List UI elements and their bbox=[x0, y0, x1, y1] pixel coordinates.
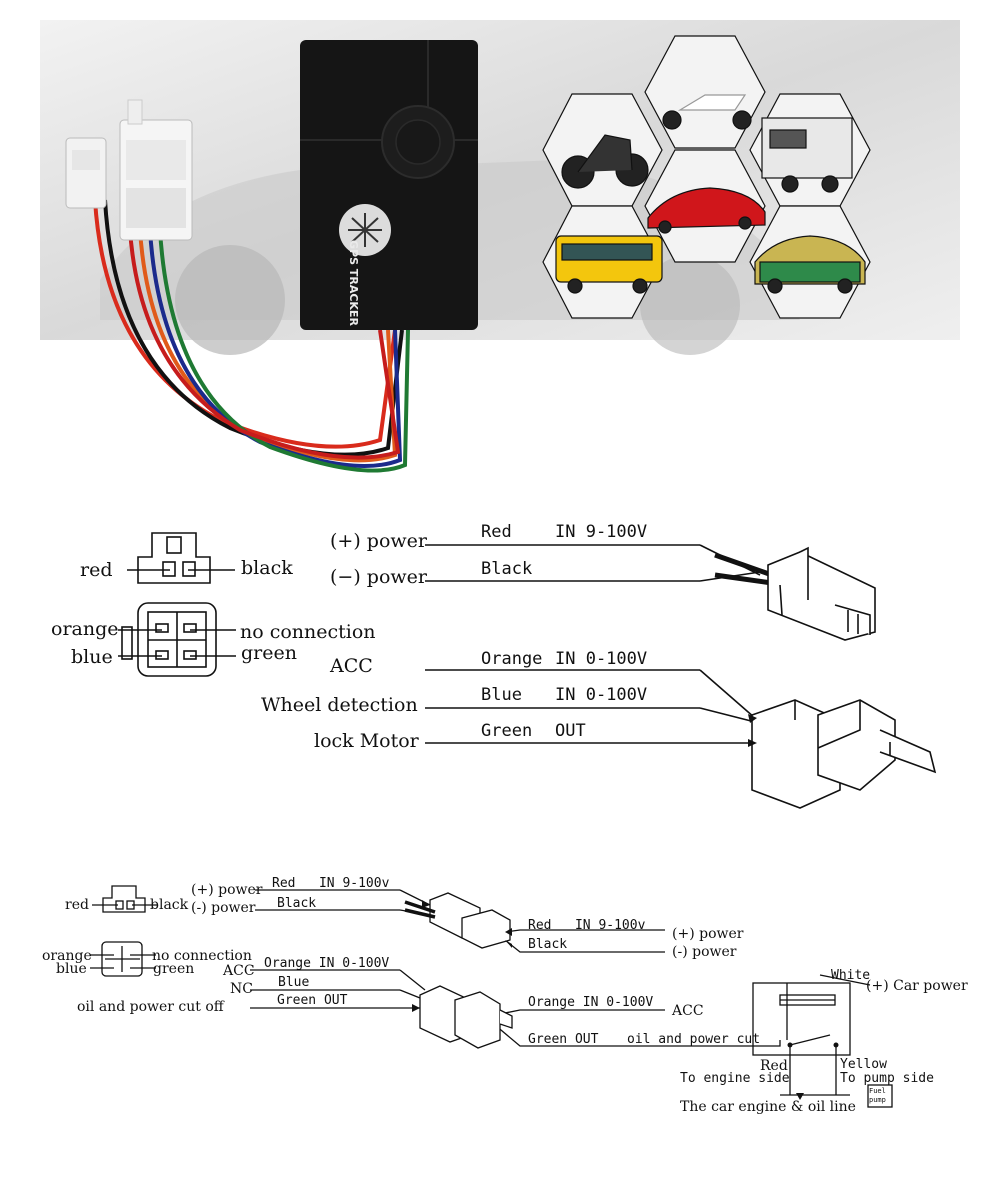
left-power-negative: (-) power bbox=[191, 900, 256, 916]
wire-red-spec: IN 9-100V bbox=[555, 522, 648, 542]
left-wire-green: Green OUT bbox=[277, 993, 348, 1008]
right-wire-red: Red IN 9-100v bbox=[528, 918, 646, 933]
pin-label-orange: orange bbox=[51, 618, 119, 640]
small-pin-label-red: red bbox=[65, 897, 89, 913]
motorcycle-hexagon bbox=[542, 93, 663, 207]
device-wire-bundle bbox=[93, 199, 410, 473]
left-power-positive: (+) power bbox=[191, 882, 263, 898]
small-pin-label-green: green bbox=[153, 961, 195, 977]
wire-blue-spec: IN 0-100V bbox=[555, 685, 648, 705]
signal-acc: ACC bbox=[330, 655, 373, 677]
relay-pump-side: To pump side bbox=[840, 1071, 934, 1086]
pin-label-green: green bbox=[241, 642, 297, 664]
right-wire-green: Green OUT bbox=[528, 1032, 599, 1047]
sports-car-hexagon bbox=[644, 149, 766, 263]
pin-label-red: red bbox=[80, 559, 113, 581]
two-pin-connector-face bbox=[127, 532, 235, 584]
truck-hexagon bbox=[749, 93, 871, 207]
four-pin-plug-drawing bbox=[751, 699, 937, 809]
right-wire-black: Black bbox=[528, 937, 568, 952]
relay-yellow-label: Yellow bbox=[840, 1057, 887, 1072]
wire-green-spec: OUT bbox=[555, 721, 586, 741]
small-pin-label-black: black bbox=[150, 897, 189, 913]
relay-engine-side: To engine side bbox=[680, 1071, 790, 1086]
pin-label-no-connection: no connection bbox=[240, 621, 376, 643]
two-pin-plug-drawing bbox=[767, 546, 876, 641]
right-wire-orange: Orange IN 0-100V bbox=[528, 995, 654, 1010]
relay-box bbox=[752, 974, 893, 1108]
wire-red-label: Red bbox=[481, 522, 512, 542]
wire-black-label: Black bbox=[481, 559, 533, 579]
small-pin-label-blue: blue bbox=[56, 961, 87, 977]
pin-label-blue: blue bbox=[71, 646, 113, 668]
small-four-pin-face bbox=[90, 941, 156, 977]
left-wire-red: Red IN 9-100v bbox=[272, 876, 390, 891]
right-oil-power-cut: oil and power cut bbox=[627, 1032, 761, 1047]
signal-lock-motor: lock Motor bbox=[314, 730, 419, 752]
wire-blue-label: Blue bbox=[481, 685, 522, 705]
relay-car-power: (+) Car power bbox=[866, 978, 968, 994]
left-oil-power-cut-off: oil and power cut off bbox=[77, 999, 224, 1015]
left-wire-orange: Orange IN 0-100V bbox=[264, 956, 390, 971]
taxi-hexagon bbox=[749, 205, 871, 319]
relay-white-label: White bbox=[831, 968, 871, 983]
pin-label-black: black bbox=[241, 557, 293, 579]
gps-tracker-device bbox=[300, 40, 478, 330]
relay-fuel-pump-label: Fuel pump bbox=[869, 1087, 886, 1104]
signal-wheel-detection: Wheel detection bbox=[261, 694, 418, 716]
relay-red-label: Red bbox=[760, 1058, 788, 1074]
wire-green-label: Green bbox=[481, 721, 533, 741]
signal-power-positive: (+) power bbox=[330, 530, 427, 552]
power-plug bbox=[65, 137, 107, 209]
left-nc: NC bbox=[230, 981, 253, 997]
left-wire-blue: Blue bbox=[278, 975, 310, 990]
small-pin-label-orange: orange bbox=[42, 948, 92, 964]
left-acc: ACC bbox=[223, 963, 255, 979]
signal-power-negative: (−) power bbox=[330, 566, 427, 588]
signal-plug bbox=[119, 99, 193, 241]
mini-plug-signal bbox=[419, 985, 513, 1049]
small-pin-label-no-connection: no connection bbox=[152, 948, 252, 964]
left-wire-black: Black bbox=[277, 896, 317, 911]
scooter-hexagon bbox=[644, 35, 766, 149]
wire-orange-spec: IN 0-100V bbox=[555, 649, 648, 669]
bus-hexagon bbox=[542, 205, 663, 319]
relay-engine-oil-line: The car engine & oil line bbox=[680, 1099, 856, 1115]
right-power-positive: (+) power bbox=[672, 926, 744, 942]
right-acc: ACC bbox=[672, 1003, 704, 1019]
small-two-pin-face bbox=[92, 885, 158, 913]
four-pin-connector-face bbox=[118, 602, 236, 677]
mini-plug-power bbox=[429, 892, 511, 949]
right-power-negative: (-) power bbox=[672, 944, 737, 960]
wire-orange-label: Orange bbox=[481, 649, 543, 669]
